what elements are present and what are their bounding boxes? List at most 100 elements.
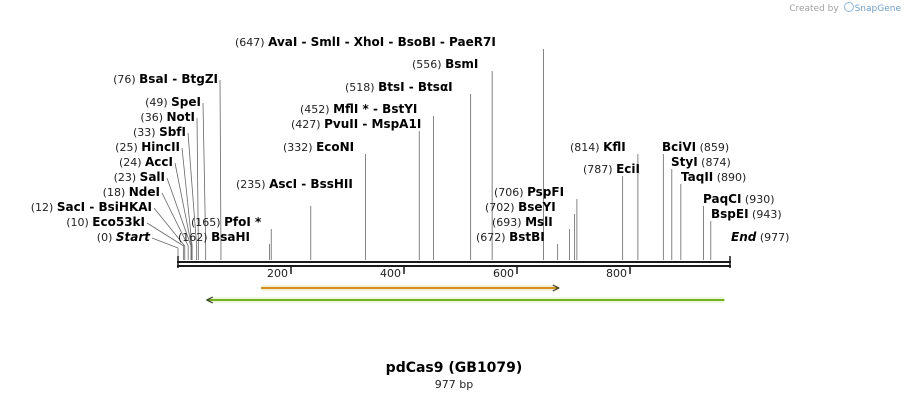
enzyme-name-bstyi: - BstYI — [369, 102, 418, 116]
leader-spei — [202, 102, 207, 260]
site-label-sali[interactable]: (23) SalI — [114, 170, 165, 184]
enzyme-name-styi: StyI — [671, 155, 698, 169]
enzyme-name-paqci: PaqCI — [703, 192, 741, 206]
site-label-pfoi[interactable]: (165) PfoI * — [191, 215, 262, 229]
tick-label-800: 800 — [606, 267, 627, 280]
enzyme-name-ecii: EciI — [616, 162, 640, 176]
enzyme-name-paer7i: - PaeR7I — [436, 35, 496, 49]
site-position-kfli: (814) — [570, 141, 603, 154]
site-position-paqci: (930) — [741, 193, 774, 206]
enzyme-name-btsi: BtsI — [378, 80, 405, 94]
enzyme-name-bstbi: BstBI — [509, 230, 545, 244]
enzyme-name-xhoi: - XhoI — [340, 35, 384, 49]
site-position-mfli: (452) — [300, 103, 333, 116]
enzyme-name-bsahi: BsaHI — [211, 230, 250, 244]
site-label-bsahi[interactable]: (162) BsaHI — [178, 230, 250, 244]
site-position-bsahi: (162) — [178, 231, 211, 244]
site-position-noti: (36) — [140, 111, 166, 124]
site-label-bspei[interactable]: BspEI (943) — [711, 207, 782, 221]
enzyme-name-noti: NotI — [167, 110, 196, 124]
enzyme-name-bsmi: BsmI — [445, 57, 478, 71]
enzyme-name-mfli: MflI * — [333, 102, 369, 116]
site-label-kfli[interactable]: (814) KflI — [570, 140, 626, 154]
site-leader-lines — [146, 49, 712, 260]
leader-saci — [153, 207, 186, 260]
site-position-ndei: (18) — [103, 186, 129, 199]
enzyme-name-acci: AccI — [145, 155, 173, 169]
enzyme-name-smli: - SmlI — [297, 35, 340, 49]
enzyme-name-pfoi: PfoI * — [224, 215, 262, 229]
site-label-bcivi[interactable]: BciVI (859) — [662, 140, 729, 154]
enzyme-name-bsai: BsaI — [139, 72, 168, 86]
enzyme-name-bsshii: - BssHII — [297, 177, 353, 191]
plasmid-name: pdCas9 (GB1079) — [385, 360, 523, 376]
enzyme-name-bcivi: BciVI — [662, 140, 696, 154]
snapgene-credit: Created by SnapGene — [789, 2, 901, 14]
site-position-econi: (332) — [283, 141, 316, 154]
enzyme-name-end: End — [731, 230, 757, 244]
orange-feature-arrowhead — [552, 284, 560, 292]
site-label-paqci[interactable]: PaqCI (930) — [703, 192, 775, 206]
site-label-ecii[interactable]: (787) EciI — [583, 162, 640, 176]
site-position-avai: (647) — [235, 36, 268, 49]
leader-ndei — [161, 192, 189, 260]
enzyme-name-econi: EcoNI — [316, 140, 354, 154]
site-label-bsmi[interactable]: (556) BsmI — [412, 57, 478, 71]
site-label-acci[interactable]: (24) AccI — [119, 155, 173, 169]
site-position-bcivi: (859) — [696, 141, 729, 154]
site-label-msli[interactable]: (693) MslI — [492, 215, 553, 229]
enzyme-name-sbfi: SbfI — [159, 125, 186, 139]
site-position-btsi: (518) — [345, 81, 378, 94]
site-label-pspfi[interactable]: (706) PspFI — [494, 185, 564, 199]
site-label-end[interactable]: End (977) — [731, 230, 789, 244]
site-position-saci: (12) — [31, 201, 57, 214]
site-position-start: (0) — [97, 231, 116, 244]
enzyme-name-bsobi: - BsoBI — [384, 35, 435, 49]
site-label-avai[interactable]: (647) AvaI - SmlI - XhoI - BsoBI - PaeR7… — [235, 35, 496, 49]
site-label-econi[interactable]: (332) EcoNI — [283, 140, 354, 154]
site-label-saci[interactable]: (12) SacI - BsiHKAI — [31, 200, 152, 214]
site-label-taqii[interactable]: TaqII (890) — [681, 170, 746, 184]
site-label-mfli[interactable]: (452) MflI * - BstYI — [300, 102, 417, 116]
site-label-start[interactable]: (0) Start — [97, 230, 151, 244]
enzyme-name-pspfi: PspFI — [527, 185, 564, 199]
site-label-bstbi[interactable]: (672) BstBI — [476, 230, 545, 244]
leader-sali — [166, 177, 192, 260]
leader-hincii — [181, 147, 193, 260]
plasmid-length: 977 bp — [434, 378, 474, 391]
enzyme-name-mspa1i: - MspA1I — [358, 117, 421, 131]
site-position-eco53ki: (10) — [66, 216, 92, 229]
enzyme-name-bsihkai: - BsiHKAI — [85, 200, 152, 214]
site-position-styi: (874) — [698, 156, 731, 169]
site-label-hincii[interactable]: (25) HincII — [115, 140, 180, 154]
site-label-pvuii[interactable]: (427) PvuII - MspA1I — [291, 117, 421, 131]
site-label-btsi[interactable]: (518) BtsI - BtsαI — [345, 80, 453, 94]
leader-eco53ki — [146, 222, 185, 260]
snapgene-logo-icon — [843, 2, 854, 12]
site-label-spei[interactable]: (49) SpeI — [145, 95, 201, 109]
credit-prefix: Created by — [789, 4, 839, 14]
enzyme-name-saci: SacI — [57, 200, 85, 214]
leader-start — [151, 237, 179, 260]
enzyme-name-hincii: HincII — [141, 140, 180, 154]
site-label-sbfi[interactable]: (33) SbfI — [133, 125, 186, 139]
site-position-end: (977) — [756, 231, 789, 244]
site-position-bseyi: (702) — [485, 201, 518, 214]
tick-label-400: 400 — [380, 267, 401, 280]
site-label-noti[interactable]: (36) NotI — [140, 110, 195, 124]
enzyme-name-sali: SalI — [140, 170, 165, 184]
site-label-eco53ki[interactable]: (10) Eco53kI — [66, 215, 145, 229]
site-label-asci[interactable]: (235) AscI - BssHII — [236, 177, 353, 191]
leader-acci — [174, 162, 192, 260]
site-label-ndei[interactable]: (18) NdeI — [103, 185, 160, 199]
leader-sbfi — [187, 132, 198, 260]
site-label-bsai[interactable]: (76) BsaI - BtgZI — [113, 72, 218, 86]
site-label-styi[interactable]: StyI (874) — [671, 155, 731, 169]
enzyme-name-bts-i: - BtsαI — [405, 80, 453, 94]
enzyme-name-eco53ki: Eco53kI — [92, 215, 145, 229]
site-label-bseyi[interactable]: (702) BseYI — [485, 200, 556, 214]
enzyme-name-msli: MslI — [525, 215, 553, 229]
enzyme-name-ndei: NdeI — [129, 185, 160, 199]
